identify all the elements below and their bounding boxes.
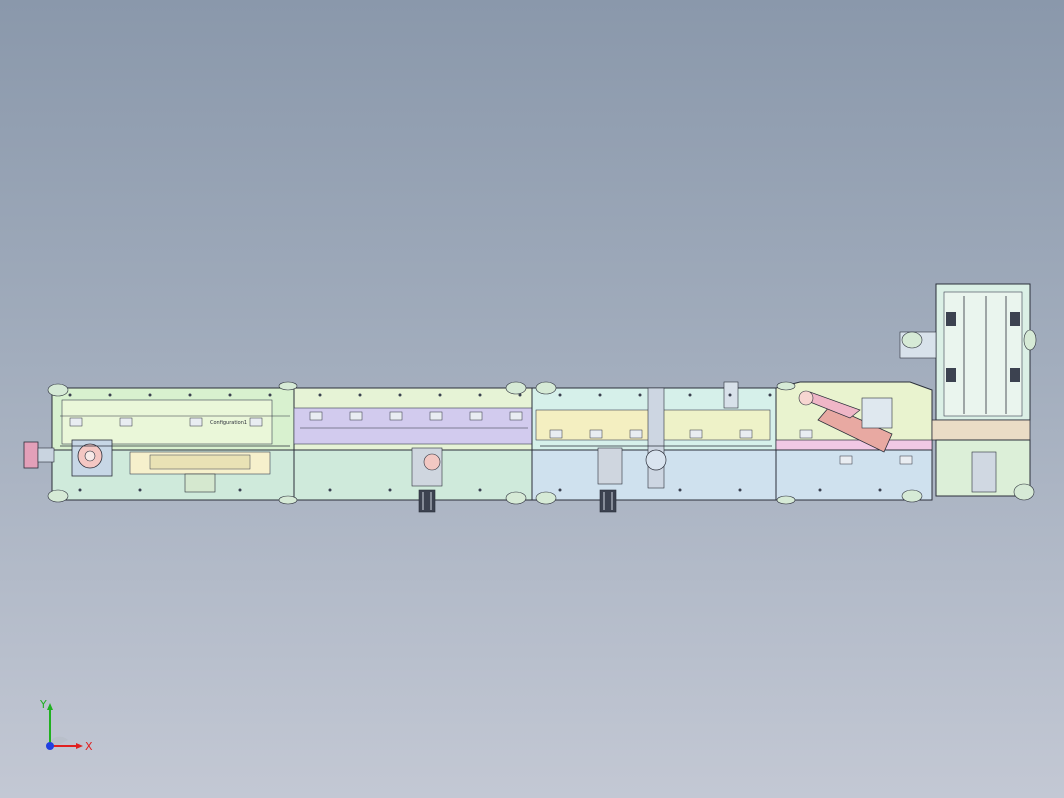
rail-blocks — [69, 411, 913, 465]
leveling-feet — [47, 329, 1037, 505]
section-tower[interactable] — [899, 283, 1031, 497]
bolt-pattern — [68, 393, 882, 492]
z-axis-dot — [46, 742, 54, 750]
model-label: Configuration1 — [210, 420, 247, 426]
section-middle[interactable] — [531, 381, 777, 513]
y-axis-arrow — [47, 703, 53, 710]
section-left[interactable] — [23, 387, 295, 501]
axis-triad: Y X — [39, 700, 93, 753]
y-axis-label: Y — [39, 700, 47, 711]
x-axis-label: X — [85, 740, 93, 753]
section-flipper[interactable] — [775, 381, 933, 501]
x-axis-arrow — [76, 743, 83, 749]
section-lavender[interactable] — [293, 387, 533, 513]
